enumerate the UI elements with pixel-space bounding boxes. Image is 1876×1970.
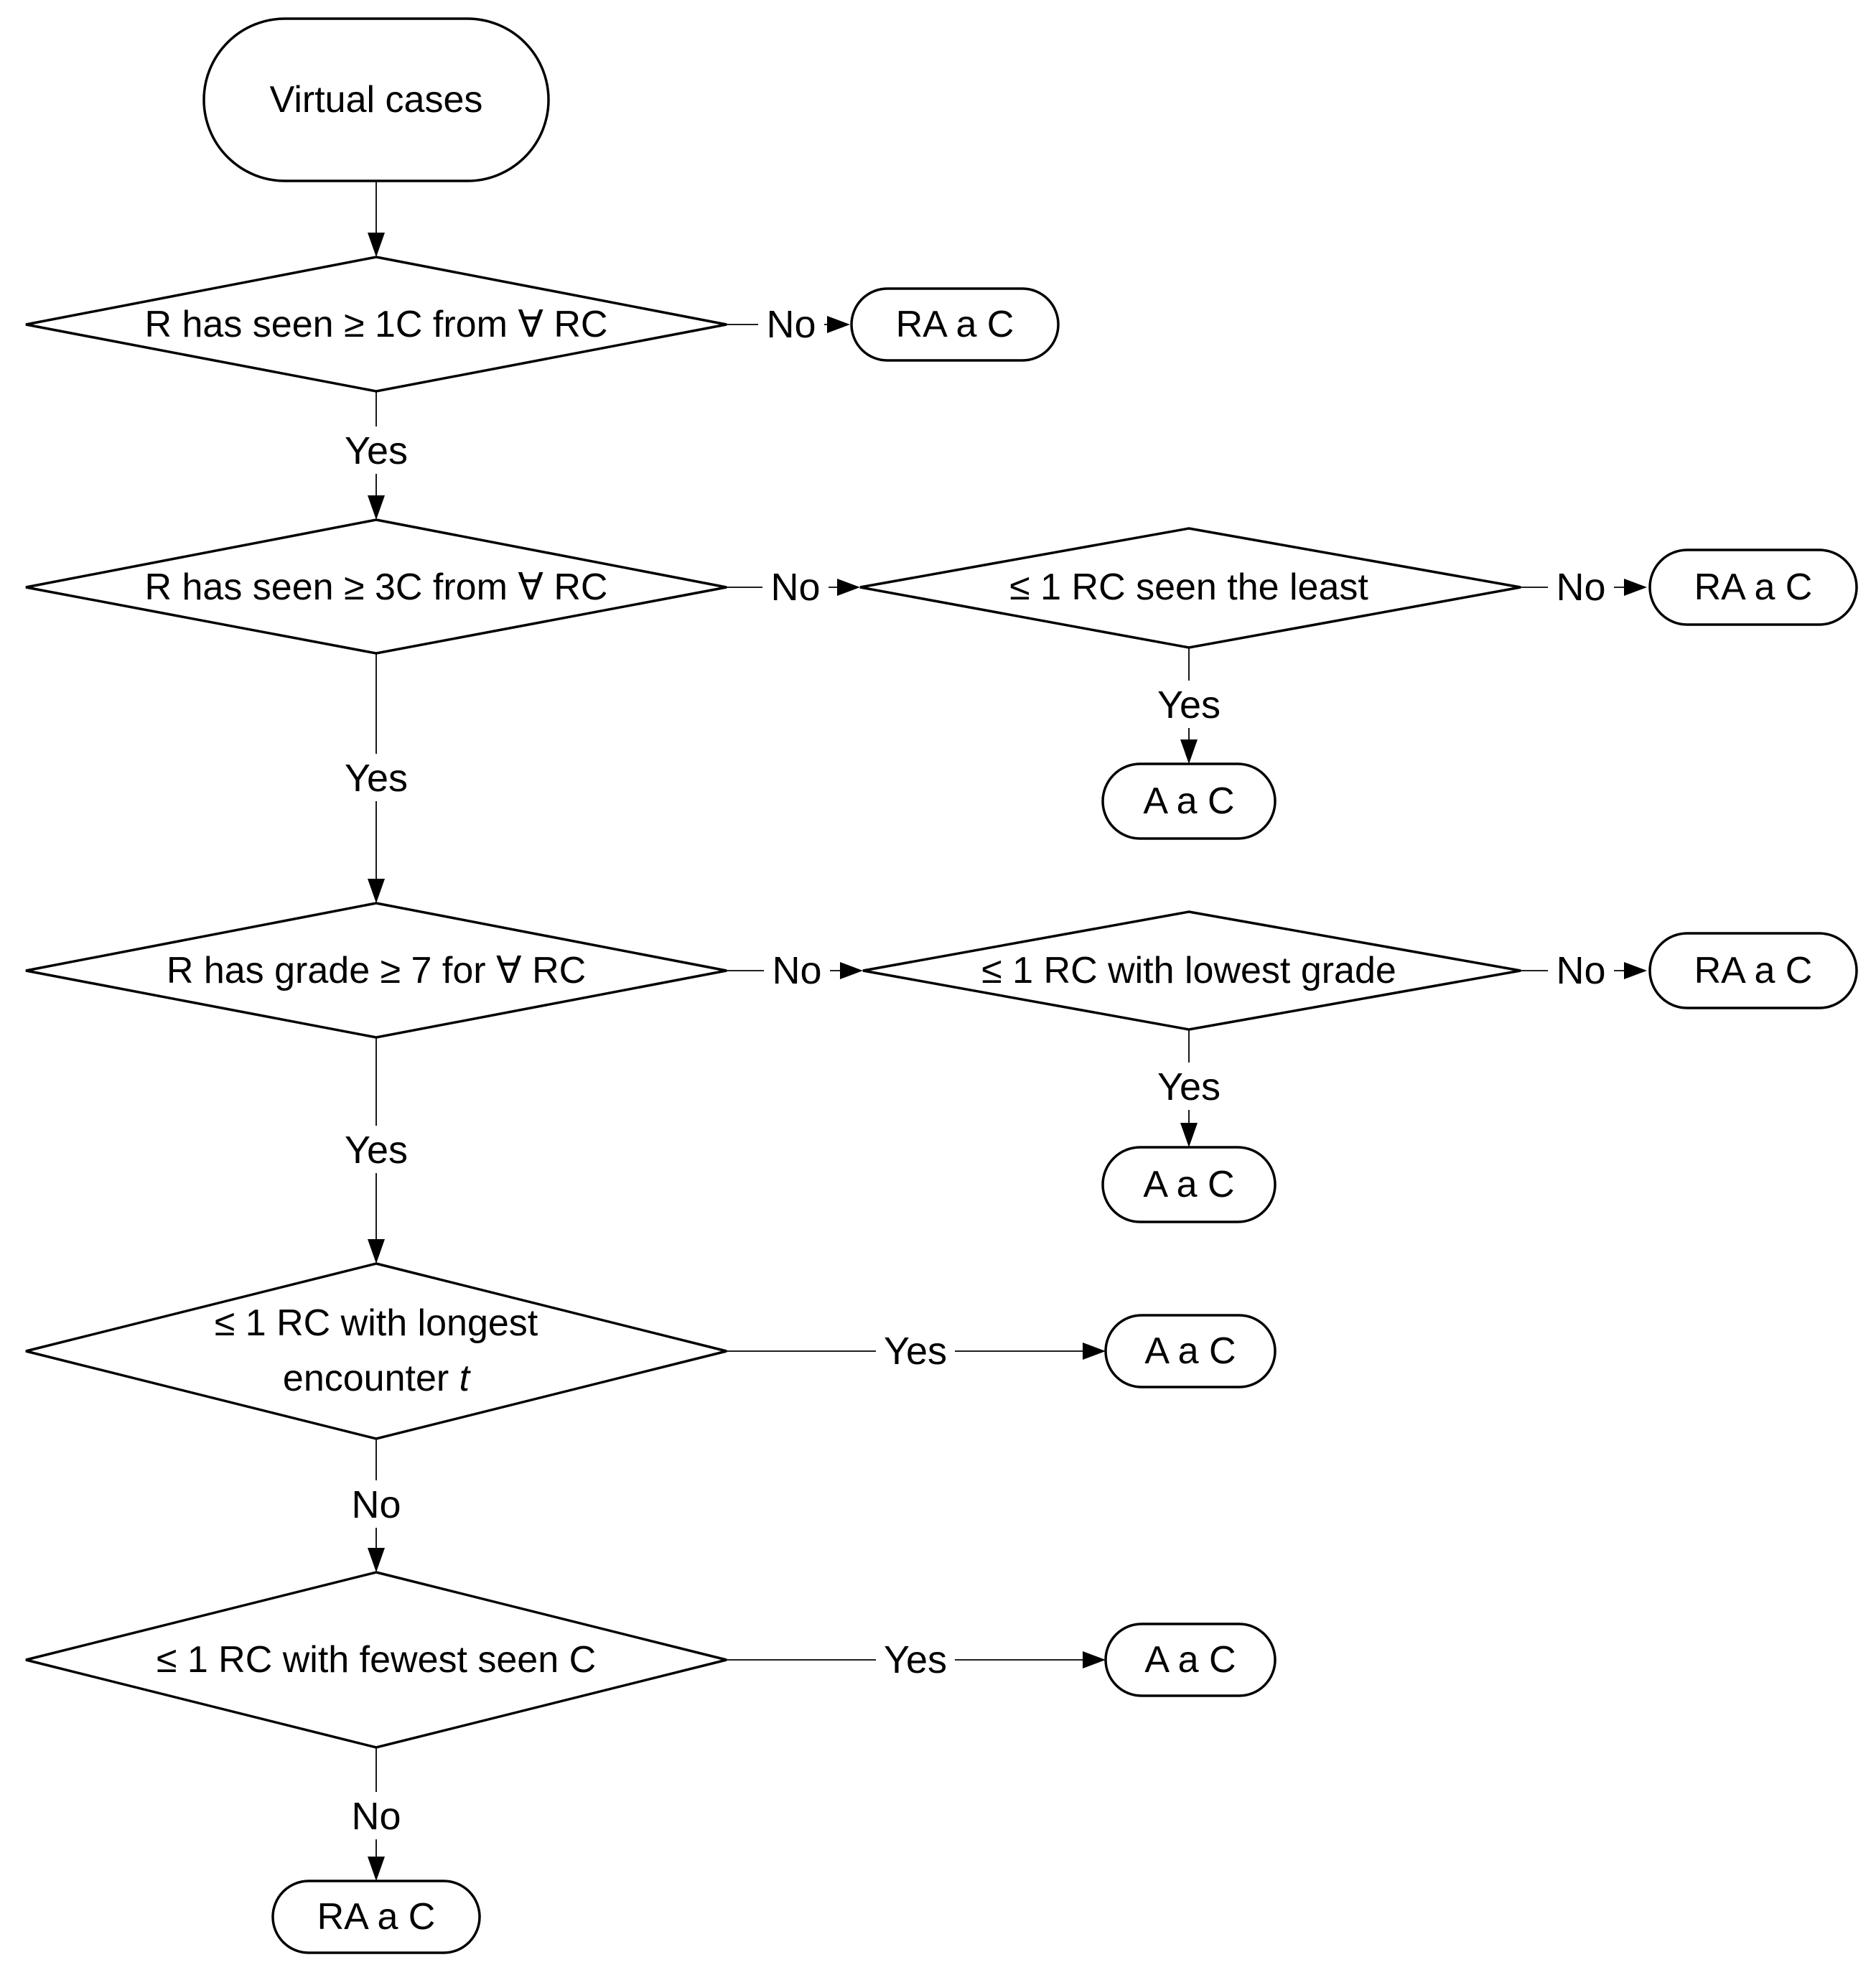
node-d5: ≤ 1 RC with fewest seen C [25, 1571, 727, 1749]
terminator-shape [202, 17, 550, 182]
node-d4-label-line1: ≤ 1 RC with longest [215, 1302, 538, 1344]
terminator-shape [271, 1880, 481, 1954]
edge-label-d5-no: No [351, 1795, 401, 1838]
edge-label-d3b-yes: Yes [1157, 1065, 1221, 1108]
node-d2: R has seen ≥ 3C from ∀ RC [25, 518, 727, 655]
arrowhead-d2-no [837, 579, 860, 596]
arrowhead-d5-no [368, 1857, 385, 1881]
arrowhead-d5-yes [1083, 1651, 1106, 1668]
terminator-shape [1648, 548, 1858, 626]
decision-shape [25, 1571, 727, 1749]
node-d4: ≤ 1 RC with longest encounter t [25, 1262, 727, 1440]
node-d2b-label: ≤ 1 RC seen the least [1009, 566, 1368, 608]
node-d1-no: RA a C [850, 287, 1060, 362]
node-d3: R has grade ≥ 7 for ∀ RC [25, 902, 727, 1039]
terminator-shape [1101, 762, 1277, 840]
node-d1: R has seen ≥ 1C from ∀ RC [25, 256, 727, 393]
node-d3b-no: RA a C [1648, 932, 1858, 1009]
arrowhead-d3-no [840, 962, 863, 979]
arrowhead-d4-no [368, 1548, 385, 1572]
edge-label-d2b-yes: Yes [1157, 683, 1221, 727]
node-d3b-yes-label: A a C [1143, 1164, 1234, 1205]
node-d4-label-line2-text: encounter [283, 1358, 459, 1399]
arrowhead-d2b-no [1624, 579, 1647, 596]
edge-label-d4-no: No [351, 1483, 401, 1526]
node-end: RA a C [271, 1880, 481, 1954]
edge-label-d4-yes: Yes [884, 1330, 947, 1373]
decision-shape [25, 902, 727, 1039]
edge-label-d3-yes: Yes [345, 1129, 408, 1172]
node-d3-label: R has grade ≥ 7 for ∀ RC [167, 950, 586, 991]
edge-labels: No Yes No No Yes Yes No No Yes Yes Yes N… [337, 302, 1614, 1839]
node-end-label: RA a C [317, 1896, 436, 1938]
terminator-shape [1104, 1623, 1277, 1697]
edge-label-d2b-no: No [1556, 566, 1605, 609]
node-d5-yes: A a C [1104, 1623, 1277, 1697]
edge-label-d3-no: No [772, 949, 821, 992]
decision-shape [862, 910, 1521, 1031]
node-d5-label: ≤ 1 RC with fewest seen C [157, 1639, 596, 1681]
arrowhead-d1-no [827, 316, 850, 333]
node-d3b-yes: A a C [1101, 1146, 1277, 1223]
node-d4-label-line2: encounter t [283, 1358, 472, 1399]
arrowhead-d2b-yes [1180, 739, 1198, 764]
arrowhead-d3-yes [368, 1239, 385, 1264]
edge-label-d1-yes: Yes [345, 429, 408, 472]
edge-label-d5-yes: Yes [884, 1638, 947, 1681]
node-d4-yes-label: A a C [1144, 1330, 1236, 1372]
terminator-shape [1104, 1314, 1277, 1388]
node-d2b-no: RA a C [1648, 548, 1858, 626]
arrowhead-d3b-no [1624, 962, 1647, 979]
node-start: Virtual cases [202, 17, 550, 182]
node-d3b-label: ≤ 1 RC with lowest grade [981, 950, 1396, 991]
decision-shape [25, 1262, 727, 1440]
arrowhead-d4-yes [1083, 1343, 1106, 1360]
node-d1-no-label: RA a C [896, 304, 1014, 345]
node-d2b-yes: A a C [1101, 762, 1277, 840]
nodes: Virtual cases R has seen ≥ 1C from ∀ RC … [25, 17, 1858, 1954]
node-d2b-no-label: RA a C [1694, 566, 1813, 608]
decision-shape [859, 527, 1521, 649]
node-d4-label-line2-italic: t [459, 1358, 472, 1399]
decision-shape [25, 256, 727, 393]
node-d4-yes: A a C [1104, 1314, 1277, 1388]
node-d3b: ≤ 1 RC with lowest grade [862, 910, 1521, 1031]
terminator-shape [850, 287, 1060, 362]
node-start-label: Virtual cases [270, 79, 483, 121]
edge-label-d1-no: No [766, 303, 816, 346]
edge-label-d2-no: No [770, 566, 820, 609]
node-d2-label: R has seen ≥ 3C from ∀ RC [145, 566, 608, 608]
decision-shape [25, 518, 727, 655]
node-d2b: ≤ 1 RC seen the least [859, 527, 1521, 649]
edge-label-d3b-no: No [1556, 949, 1605, 992]
arrowhead-d2-yes [368, 879, 385, 903]
node-d1-label: R has seen ≥ 1C from ∀ RC [145, 304, 608, 345]
edge-label-d2-yes: Yes [345, 757, 408, 800]
node-d5-yes-label: A a C [1144, 1639, 1236, 1681]
arrowhead-d1-yes [368, 495, 385, 520]
arrowhead-d3b-yes [1180, 1123, 1198, 1147]
node-d2b-yes-label: A a C [1143, 780, 1234, 822]
terminator-shape [1101, 1146, 1277, 1223]
node-d3b-no-label: RA a C [1694, 950, 1813, 991]
terminator-shape [1648, 932, 1858, 1009]
arrowhead-start-to-d1 [368, 233, 385, 257]
